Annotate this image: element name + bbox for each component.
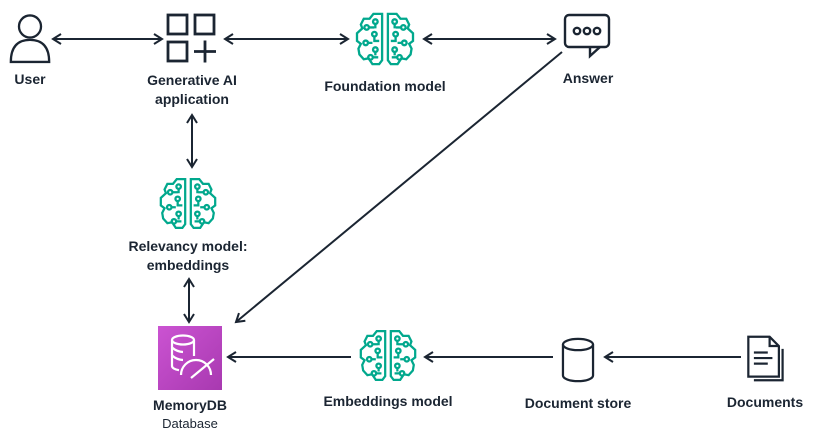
node-label: User	[14, 71, 46, 87]
node-foundation-model: Foundation model	[315, 11, 455, 96]
node-answer: Answer	[538, 13, 638, 88]
node-label: Document store	[524, 395, 632, 411]
documents-icon	[747, 335, 784, 382]
node-label: MemoryDB	[153, 397, 227, 413]
node-memorydb: MemoryDB Database	[130, 326, 250, 433]
edge-answer-memorydb	[234, 51, 563, 324]
node-generative-ai-application: Generative AI application	[132, 13, 252, 109]
embeddings-model-icon	[358, 328, 418, 383]
node-user: User	[2, 10, 58, 89]
answer-icon	[563, 13, 611, 59]
node-label: Foundation model	[324, 78, 446, 94]
node-label: Generative AI application	[147, 72, 237, 107]
node-label: Relevancy model: embeddings	[128, 238, 248, 273]
node-label: Embeddings model	[323, 393, 453, 409]
document-store-icon	[561, 337, 595, 383]
user-icon	[9, 14, 51, 64]
node-sublabel: Database	[162, 415, 218, 431]
node-label: Answer	[562, 70, 614, 86]
node-relevancy-model: Relevancy model: embeddings	[122, 176, 254, 275]
memorydb-glyph	[170, 334, 215, 379]
node-document-store: Document store	[508, 337, 648, 413]
generative-ai-application-icon	[166, 13, 216, 63]
foundation-model-icon	[354, 11, 416, 67]
node-embeddings-model: Embeddings model	[318, 328, 458, 411]
memorydb-icon	[158, 326, 222, 390]
relevancy-model-icon	[158, 176, 218, 231]
node-documents: Documents	[710, 334, 815, 412]
node-label: Documents	[726, 394, 804, 410]
